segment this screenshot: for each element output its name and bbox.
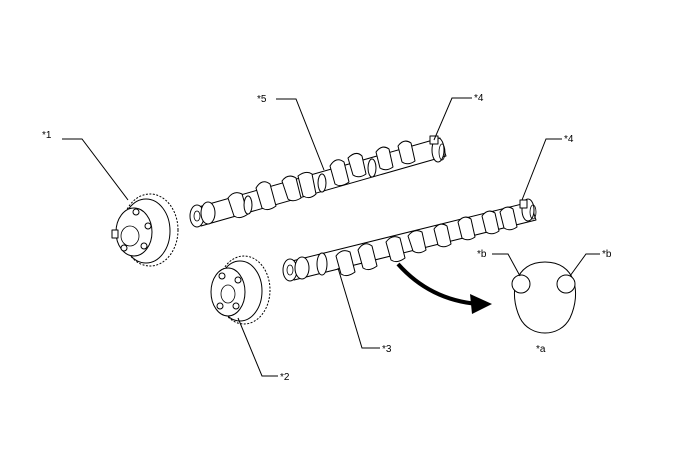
callout-4-upper: *4 xyxy=(474,93,484,104)
callout-b-left: *b xyxy=(477,249,487,260)
cam-lobe-detail xyxy=(511,261,577,334)
callout-2: *2 xyxy=(280,372,290,383)
cam-lobes-upper xyxy=(227,140,416,219)
mark-right xyxy=(556,274,576,294)
leader-lines xyxy=(62,97,600,377)
camshaft-lower xyxy=(282,198,537,282)
timing-gear-lower xyxy=(210,255,271,325)
callout-5: *5 xyxy=(257,94,267,105)
cam-lobes-lower xyxy=(335,206,518,277)
callout-b-right: *b xyxy=(602,249,612,260)
callout-4-lower: *4 xyxy=(564,134,574,145)
detail-arrow xyxy=(396,262,492,314)
callout-labels: *1 *2 *3 *4 *4 *5 *a *b *b xyxy=(42,93,612,383)
camshaft-upper xyxy=(189,135,447,228)
timing-gear-upper xyxy=(111,193,179,267)
callout-3: *3 xyxy=(382,344,392,355)
callout-a: *a xyxy=(536,344,546,355)
mark-left xyxy=(511,274,531,294)
callout-1: *1 xyxy=(42,130,52,141)
